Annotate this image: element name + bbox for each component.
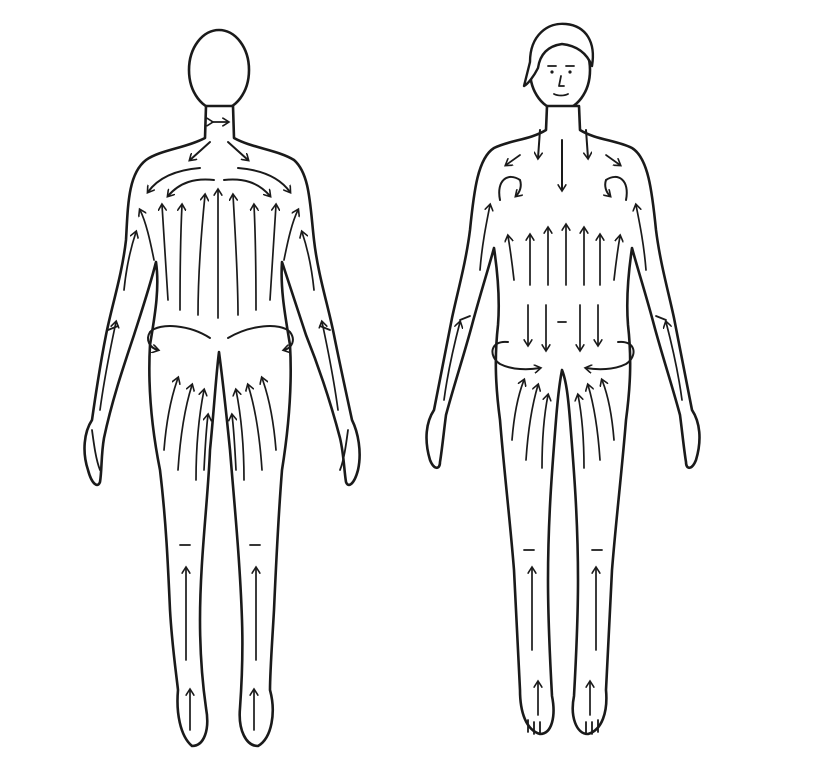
back-arrow-5 (233, 195, 239, 316)
back-arrow-3 (197, 195, 205, 316)
front-left-upperarm-arrow (479, 205, 490, 271)
back-waist-arc-right (227, 325, 294, 350)
back-thigh-arrow-1 (163, 378, 178, 451)
front-torso-side-left (508, 236, 515, 281)
front-thigh-arrow-1 (511, 380, 524, 441)
front-left-forearm-arrow (443, 322, 460, 401)
front-right-clavicle-arrow (605, 154, 620, 165)
front-hip-arc-right (586, 340, 635, 369)
back-arrow-1 (162, 205, 169, 301)
back-waist-arc-left (147, 325, 211, 350)
front-left-toes (527, 719, 541, 735)
back-right-forearm-arrow (322, 322, 339, 411)
back-thigh-arrow-3 (195, 390, 204, 481)
back-left-forearm-arrow (99, 322, 116, 411)
front-left-eye (550, 70, 554, 74)
back-left-upperarm-arrow (123, 232, 136, 291)
back-shoulder-arrow-right (227, 141, 248, 160)
back-left-hand-detail (91, 429, 101, 471)
back-arrow-6 (254, 205, 256, 311)
back-thigh-arrow-5 (248, 385, 263, 471)
back-shoulder-arrow-left (190, 141, 211, 160)
back-thigh-arrow-8 (232, 415, 236, 471)
front-left-elbow-crease (459, 315, 471, 321)
front-left-shoulder-curl (498, 175, 521, 201)
front-view-figure (425, 22, 701, 736)
front-nose (558, 75, 565, 87)
front-left-clavicle-arrow (506, 154, 521, 165)
front-hair (522, 22, 595, 88)
front-neck-arrow-right (586, 129, 588, 158)
front-right-upperarm-arrow (636, 205, 647, 271)
front-right-eye (568, 70, 572, 74)
back-arrow-right-side (283, 210, 298, 261)
back-right-hand-detail (339, 429, 349, 471)
back-upper-arc-right (237, 167, 290, 192)
front-right-toes (585, 719, 599, 735)
back-right-upperarm-arrow (302, 232, 315, 291)
back-thigh-arrow-6 (262, 378, 277, 451)
front-thigh-arrow-6 (602, 380, 615, 441)
back-body-outline (83, 104, 361, 748)
front-right-forearm-arrow (666, 322, 683, 401)
back-thigh-arrow-7 (204, 415, 208, 471)
front-thigh-arrow-4 (578, 395, 585, 469)
front-mouth (553, 93, 569, 97)
back-mid-arc-right (223, 178, 270, 196)
front-thigh-arrow-5 (588, 385, 601, 461)
front-neck-arrow-left (538, 129, 540, 158)
front-hip-arc-left (491, 340, 540, 369)
back-mid-arc-left (168, 178, 215, 196)
front-right-elbow-crease (655, 315, 667, 321)
back-head (187, 28, 251, 112)
back-thigh-arrow-4 (236, 390, 245, 481)
back-arrow-7 (269, 205, 276, 301)
front-thigh-arrow-2 (525, 385, 538, 461)
back-arrow-left-side (140, 210, 155, 261)
front-body-outline (425, 104, 701, 736)
back-view-figure (83, 28, 361, 748)
front-thigh-arrow-3 (541, 395, 548, 469)
front-right-shoulder-curl (605, 175, 628, 201)
back-upper-arc-left (148, 167, 201, 192)
front-torso-side-right (613, 236, 620, 281)
back-thigh-arrow-2 (177, 385, 192, 471)
back-arrow-2 (180, 205, 182, 311)
